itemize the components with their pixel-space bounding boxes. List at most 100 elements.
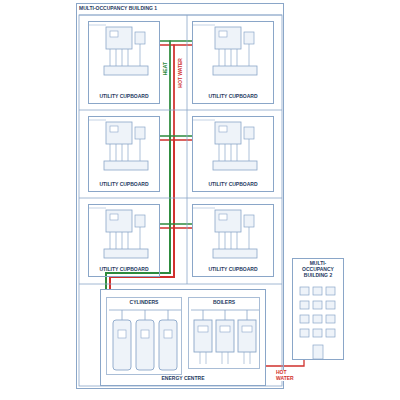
- pipe-connector: [266, 360, 304, 366]
- pipe: [106, 136, 192, 289]
- pipe-line: [122, 232, 123, 249]
- pipe-line: [203, 310, 204, 320]
- floor-line: [79, 110, 282, 111]
- pipe-line: [237, 49, 238, 66]
- pipe-line: [89, 208, 106, 209]
- pipe-line: [122, 144, 123, 161]
- manifold-box: [104, 66, 148, 75]
- utility-cupboard: UTILITY CUPBOARD: [192, 21, 274, 104]
- pipe-line: [193, 120, 215, 121]
- display: [219, 31, 227, 37]
- display: [110, 214, 118, 220]
- cupboard-label: UTILITY CUPBOARD: [194, 94, 272, 100]
- meter: [244, 215, 254, 227]
- centre-label: ENERGY CENTRE: [102, 376, 264, 382]
- pipe-label: HOT WATER: [178, 58, 184, 88]
- display: [110, 126, 118, 132]
- utility-cupboard: UTILITY CUPBOARD: [192, 204, 274, 277]
- pipe-line: [249, 227, 250, 249]
- pipe-line: [116, 49, 117, 66]
- pipe-line: [231, 144, 232, 161]
- pipe-line: [128, 144, 129, 161]
- heat-interface-unit: [106, 122, 132, 144]
- display: [219, 214, 227, 220]
- display: [219, 126, 227, 132]
- pipe-line: [193, 25, 215, 26]
- pipe: [110, 228, 174, 289]
- window: [313, 301, 322, 309]
- panel: [242, 326, 252, 332]
- pipe-line: [200, 352, 201, 364]
- cupboard-label: UTILITY CUPBOARD: [90, 94, 158, 100]
- cylinder-group: CYLINDERS: [106, 297, 182, 375]
- illustration: [193, 22, 273, 103]
- utility-cupboard: UTILITY CUPBOARD: [88, 116, 160, 192]
- cylinder: [136, 320, 154, 370]
- pipe-line: [219, 144, 220, 161]
- panel: [198, 326, 208, 332]
- pipe-line: [219, 232, 220, 249]
- manifold-box: [213, 66, 257, 75]
- pipe-line: [110, 49, 111, 66]
- pipe-line: [122, 49, 123, 66]
- pipe-label: HOT WATER: [276, 370, 302, 381]
- pipe-line: [244, 352, 245, 364]
- pipe-line: [222, 352, 223, 364]
- illustration: [89, 22, 159, 103]
- pipe-line: [89, 120, 106, 121]
- panel: [220, 326, 230, 332]
- cupboard-label: UTILITY CUPBOARD: [194, 267, 272, 273]
- cupboard-label: UTILITY CUPBOARD: [90, 182, 158, 188]
- manifold-box: [104, 249, 148, 258]
- window: [300, 329, 309, 337]
- pipe-line: [116, 144, 117, 161]
- pipe-line: [231, 232, 232, 249]
- pipe: [266, 360, 304, 366]
- pipe-line: [128, 49, 129, 66]
- heat-interface-unit: [106, 27, 132, 49]
- pipe-line: [110, 232, 111, 249]
- pipe-connector: [106, 136, 174, 289]
- pipe-line: [219, 49, 220, 66]
- window: [326, 329, 335, 337]
- pipe: [106, 136, 170, 289]
- pipe-line: [225, 310, 226, 320]
- cylinder: [113, 320, 131, 370]
- pipe-line: [140, 139, 141, 161]
- building-outline: MULTI-OCCUPANCY BUILDING 2: [292, 258, 344, 360]
- illustration: [193, 117, 273, 191]
- meter: [135, 215, 145, 227]
- display: [110, 31, 118, 37]
- pipe-line: [116, 232, 117, 249]
- heat-interface-unit: [215, 27, 241, 49]
- meter: [244, 32, 254, 44]
- manifold-box: [213, 161, 257, 170]
- pipe-line: [225, 144, 226, 161]
- window: [300, 301, 309, 309]
- floor-line: [187, 15, 188, 284]
- cupboard-label: UTILITY CUPBOARD: [194, 182, 272, 188]
- window: [326, 315, 335, 323]
- pipe-line: [249, 139, 250, 161]
- pipe-line: [168, 310, 169, 320]
- gauge: [164, 330, 172, 338]
- pipe-line: [128, 232, 129, 249]
- pipe-line: [250, 352, 251, 364]
- window: [300, 315, 309, 323]
- inner-wall: [79, 15, 282, 386]
- manifold-box: [104, 161, 148, 170]
- pipe-line: [249, 44, 250, 66]
- pipe-line: [140, 44, 141, 66]
- building-title: MULTI-OCCUPANCY BUILDING 2: [294, 261, 342, 278]
- manifold-box: [213, 249, 257, 258]
- pipe-line: [231, 49, 232, 66]
- floor-line: [79, 198, 282, 199]
- pipe-line: [206, 352, 207, 364]
- pipe-line: [193, 208, 215, 209]
- heat-interface-unit: [215, 122, 241, 144]
- pipe-line: [122, 310, 123, 320]
- gauge: [141, 330, 149, 338]
- building-title: MULTI-OCCUPANCY BUILDING 1: [79, 6, 157, 12]
- heat-interface-unit: [215, 210, 241, 232]
- boiler: [238, 320, 256, 352]
